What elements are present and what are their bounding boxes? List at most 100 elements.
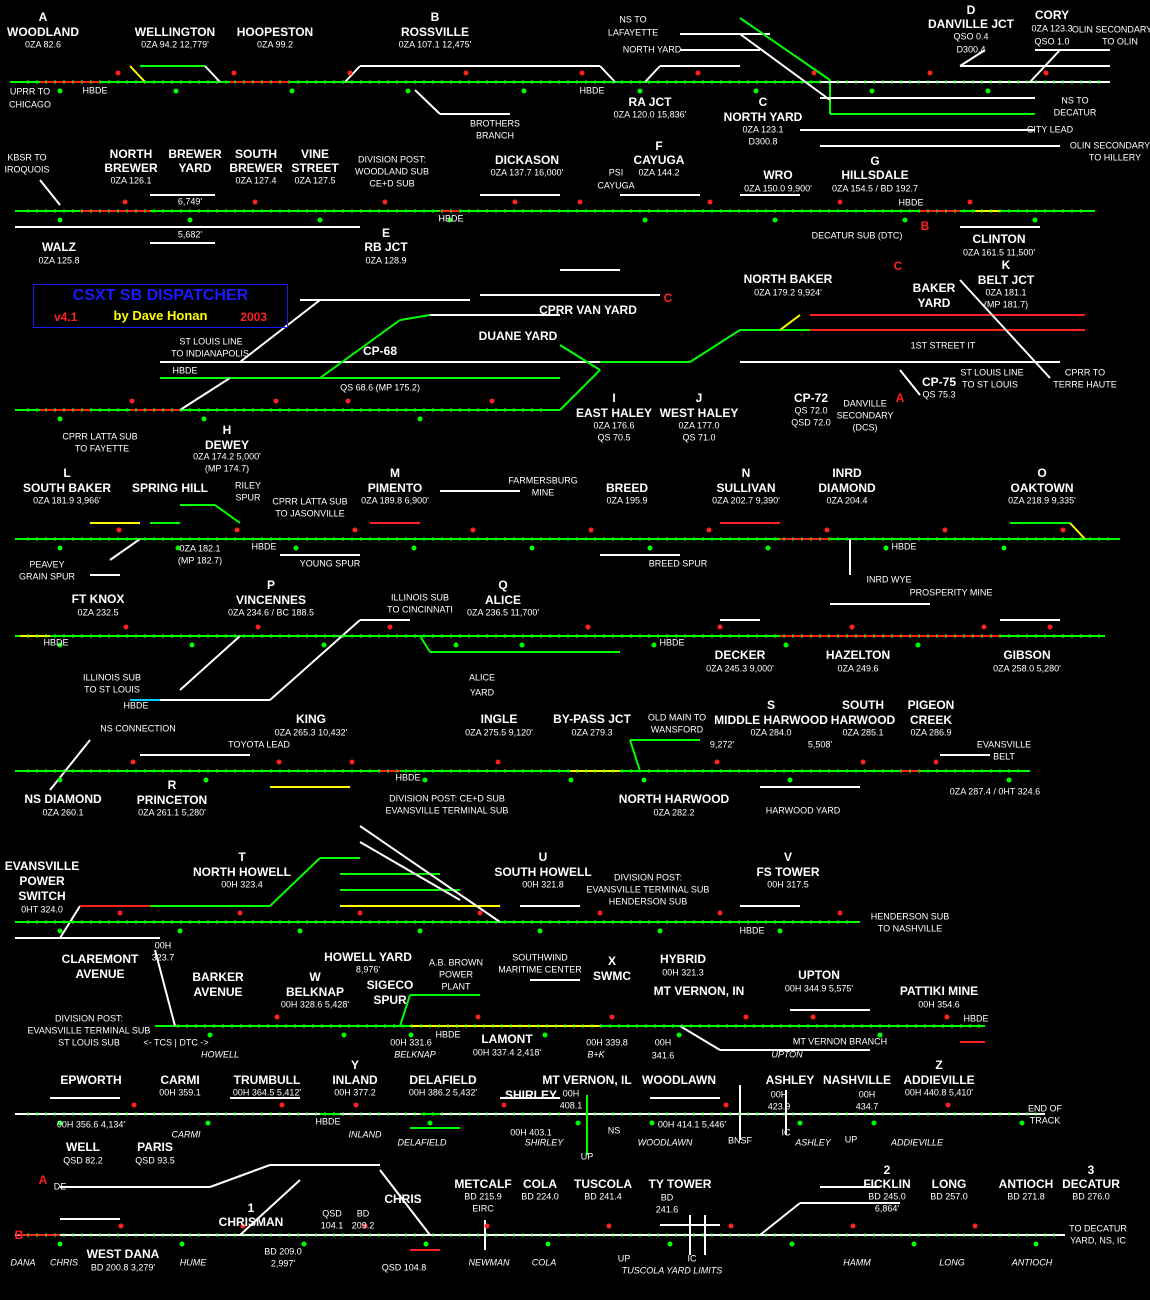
signal-icon[interactable] [353,1102,359,1108]
track-segment[interactable] [959,279,1051,379]
track-segment[interactable] [689,329,741,363]
signal-icon[interactable] [972,1223,978,1229]
signal-icon[interactable] [588,527,594,533]
signal-icon[interactable] [723,1102,729,1108]
signal-icon[interactable] [116,527,122,533]
signal-icon[interactable] [519,642,525,648]
signal-icon[interactable] [637,88,643,94]
track-segment[interactable] [49,739,91,791]
signal-icon[interactable] [1043,70,1049,76]
signal-icon[interactable] [273,398,279,404]
signal-icon[interactable] [123,624,129,630]
signal-icon[interactable] [529,545,535,551]
signal-icon[interactable] [240,1223,246,1229]
signal-icon[interactable] [201,416,207,422]
signal-icon[interactable] [237,910,243,916]
track-segment[interactable] [109,538,141,561]
track-segment[interactable] [1069,522,1086,540]
signal-icon[interactable] [860,759,866,765]
signal-icon[interactable] [985,88,991,94]
signal-icon[interactable] [942,527,948,533]
signal-icon[interactable] [382,199,388,205]
signal-icon[interactable] [783,642,789,648]
track-segment[interactable] [179,377,231,411]
signal-icon[interactable] [57,217,63,223]
signal-icon[interactable] [345,398,351,404]
signal-icon[interactable] [1019,1120,1025,1126]
signal-icon[interactable] [341,1032,347,1038]
signal-icon[interactable] [129,398,135,404]
track-segment[interactable] [154,949,176,1027]
signal-icon[interactable] [811,70,817,76]
signal-icon[interactable] [387,624,393,630]
signal-icon[interactable] [915,642,921,648]
signal-icon[interactable] [933,759,939,765]
signal-icon[interactable] [765,545,771,551]
signal-icon[interactable] [453,642,459,648]
signal-icon[interactable] [967,199,973,205]
signal-icon[interactable] [883,545,889,551]
signal-icon[interactable] [1001,545,1007,551]
signal-icon[interactable] [293,545,299,551]
signal-icon[interactable] [824,527,830,533]
signal-icon[interactable] [475,1014,481,1020]
signal-icon[interactable] [279,1102,285,1108]
signal-icon[interactable] [927,70,933,76]
track-segment[interactable] [899,369,921,396]
signal-icon[interactable] [789,1241,795,1247]
signal-icon[interactable] [477,910,483,916]
track-segment[interactable] [399,994,411,1027]
track-segment[interactable] [679,1025,721,1051]
signal-icon[interactable] [173,88,179,94]
signal-icon[interactable] [122,199,128,205]
signal-icon[interactable] [57,642,63,648]
track-segment[interactable] [39,179,61,206]
signal-icon[interactable] [289,88,295,94]
track-segment[interactable] [359,841,461,901]
track-segment[interactable] [269,857,321,907]
signal-icon[interactable] [274,1014,280,1020]
signal-icon[interactable] [463,70,469,76]
signal-icon[interactable] [301,1241,307,1247]
signal-icon[interactable] [676,1032,682,1038]
signal-icon[interactable] [647,545,653,551]
signal-icon[interactable] [706,527,712,533]
track-segment[interactable] [209,1164,271,1188]
track-segment[interactable] [379,1169,431,1236]
signal-icon[interactable] [944,1014,950,1020]
signal-icon[interactable] [1033,1241,1039,1247]
signal-icon[interactable] [349,759,355,765]
track-segment[interactable] [629,739,641,772]
signal-icon[interactable] [179,1241,185,1247]
signal-icon[interactable] [422,777,428,783]
track-segment[interactable] [759,1202,801,1236]
signal-icon[interactable] [118,1223,124,1229]
signal-icon[interactable] [717,624,723,630]
signal-icon[interactable] [542,1032,548,1038]
signal-icon[interactable] [234,527,240,533]
signal-icon[interactable] [753,88,759,94]
signal-icon[interactable] [484,1223,490,1229]
signal-icon[interactable] [606,1223,612,1229]
signal-icon[interactable] [362,1223,368,1229]
signal-icon[interactable] [1060,527,1066,533]
signal-icon[interactable] [501,1102,507,1108]
signal-icon[interactable] [297,928,303,934]
signal-icon[interactable] [810,1014,816,1020]
signal-icon[interactable] [57,1120,63,1126]
signal-icon[interactable] [357,910,363,916]
signal-icon[interactable] [175,545,181,551]
track-segment[interactable] [419,635,431,653]
track-segment[interactable] [239,299,321,363]
signal-icon[interactable] [427,1120,433,1126]
signal-icon[interactable] [641,777,647,783]
signal-icon[interactable] [849,624,855,630]
track-segment[interactable] [559,369,601,411]
signal-icon[interactable] [317,217,323,223]
signal-icon[interactable] [577,199,583,205]
signal-icon[interactable] [187,217,193,223]
signal-icon[interactable] [321,642,327,648]
signal-icon[interactable] [579,70,585,76]
signal-icon[interactable] [495,759,501,765]
signal-icon[interactable] [57,928,63,934]
